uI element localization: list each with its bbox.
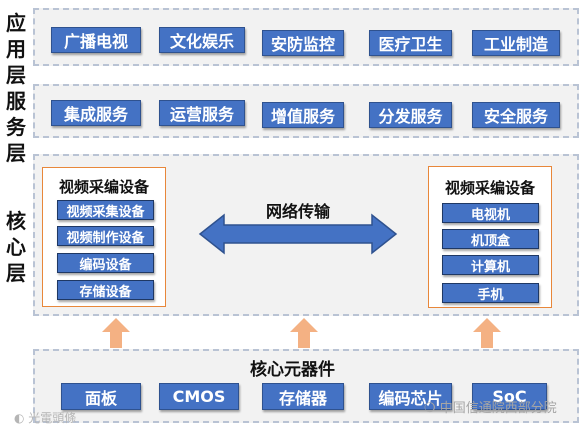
watermark-left-text: 光電頭條 bbox=[28, 411, 77, 425]
label-char: 层 bbox=[6, 141, 26, 165]
service-item-value-added[interactable]: 增值服务 bbox=[262, 102, 344, 128]
right-item-tv[interactable]: 电视机 bbox=[442, 203, 539, 223]
watermark-right-text: 中国信通院西部分院 bbox=[439, 401, 557, 416]
up-arrow-icon bbox=[290, 318, 318, 348]
service-item-security[interactable]: 安全服务 bbox=[472, 102, 560, 128]
network-transmission-label: 网络传输 bbox=[266, 202, 331, 221]
core-layer-label: 核 心 层 bbox=[4, 208, 28, 286]
left-item-storage[interactable]: 存储设备 bbox=[57, 280, 154, 300]
up-arrow-icon bbox=[473, 318, 501, 348]
weibo-icon: ◐ bbox=[14, 411, 29, 425]
label-char: 用 bbox=[6, 37, 26, 61]
left-item-production[interactable]: 视频制作设备 bbox=[57, 226, 154, 246]
left-item-capture[interactable]: 视频采集设备 bbox=[57, 200, 154, 220]
watermark-right: ❍ 中国信通院西部分院 bbox=[424, 397, 557, 416]
wechat-icon: ❍ bbox=[424, 401, 440, 416]
component-panel[interactable]: 面板 bbox=[61, 383, 141, 410]
service-item-operation[interactable]: 运营服务 bbox=[159, 100, 245, 126]
label-char: 务 bbox=[6, 115, 26, 139]
app-item-industry[interactable]: 工业制造 bbox=[472, 30, 560, 56]
watermark-left: ◐ 光電頭條 bbox=[14, 409, 76, 426]
label-char: 层 bbox=[6, 261, 26, 285]
label-char: 层 bbox=[6, 63, 26, 87]
right-panel-title: 视频采编设备 bbox=[444, 179, 535, 197]
app-item-security[interactable]: 安防监控 bbox=[262, 30, 344, 56]
left-panel-title: 视频采编设备 bbox=[58, 178, 149, 196]
component-soc[interactable]: SoC bbox=[472, 383, 547, 410]
components-title: 核心元器件 bbox=[250, 360, 335, 380]
double-arrow-icon bbox=[198, 213, 398, 255]
service-layer-label: 服 务 层 bbox=[4, 88, 28, 166]
service-item-distribution[interactable]: 分发服务 bbox=[369, 102, 452, 128]
label-char: 核 bbox=[6, 209, 26, 233]
app-item-medical[interactable]: 医疗卫生 bbox=[369, 30, 452, 56]
label-char: 应 bbox=[6, 11, 26, 35]
label-char: 服 bbox=[6, 89, 26, 113]
app-item-culture[interactable]: 文化娱乐 bbox=[159, 27, 245, 53]
component-cmos[interactable]: CMOS bbox=[159, 383, 239, 410]
left-item-encoding[interactable]: 编码设备 bbox=[57, 253, 154, 273]
application-layer-label: 应 用 层 bbox=[4, 10, 28, 88]
service-item-integration[interactable]: 集成服务 bbox=[51, 100, 141, 126]
right-item-settop-box[interactable]: 机顶盒 bbox=[442, 229, 539, 249]
up-arrow-icon bbox=[102, 318, 130, 348]
right-item-phone[interactable]: 手机 bbox=[442, 283, 539, 303]
component-encoding-chip[interactable]: 编码芯片 bbox=[369, 383, 452, 410]
label-char: 心 bbox=[6, 235, 26, 259]
right-item-computer[interactable]: 计算机 bbox=[442, 255, 539, 275]
component-memory[interactable]: 存储器 bbox=[262, 383, 344, 410]
app-item-broadcast[interactable]: 广播电视 bbox=[51, 27, 141, 53]
